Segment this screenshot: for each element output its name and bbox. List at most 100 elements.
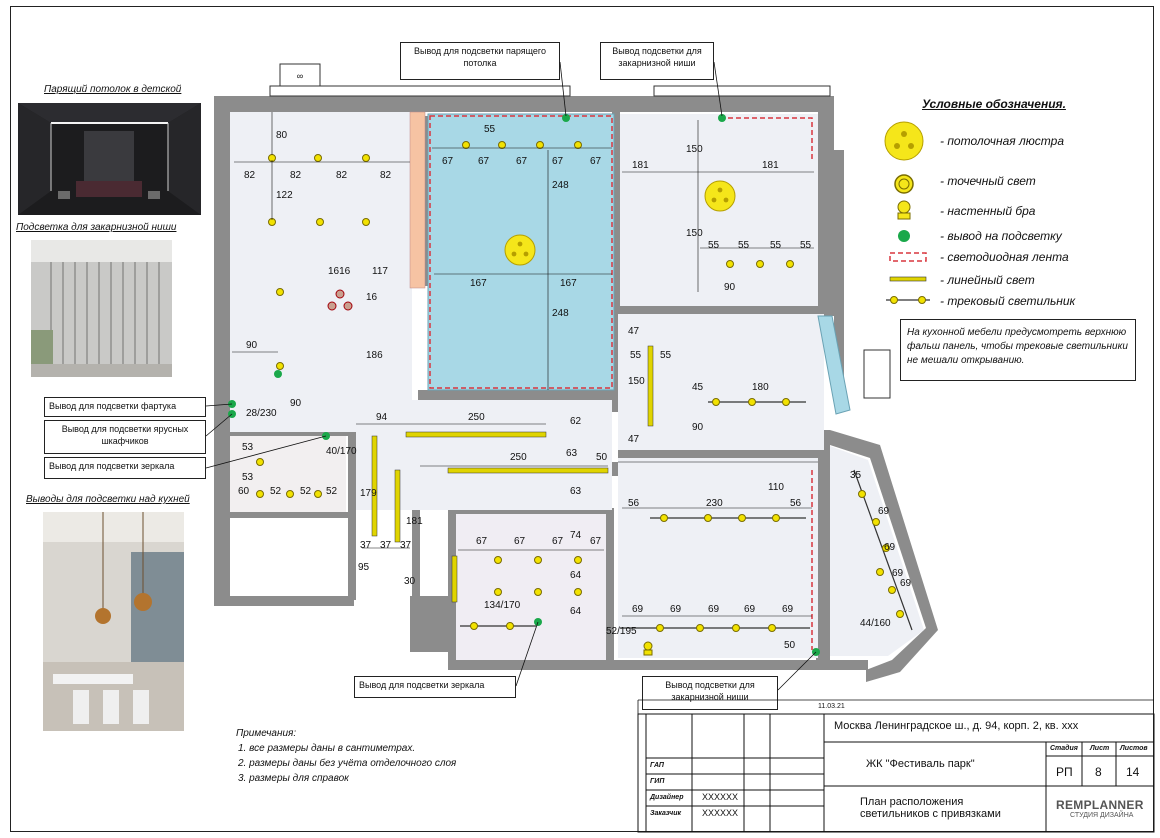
cornice-niche-photo [31, 240, 172, 377]
dimension-label: 181 [762, 160, 779, 171]
dimension-label: 110 [768, 482, 784, 493]
dimension-label: 16 [366, 292, 378, 303]
dimension-label: 55 [484, 124, 496, 135]
tb-customer-label: Заказчик [650, 810, 682, 817]
tb-sheet-title: План расположения светильников с привязк… [860, 796, 1001, 820]
legend-label-wall-sconce: - настенный бра [940, 204, 1036, 218]
wall-sconce [643, 641, 653, 656]
tb-sheets-label: Листов [1120, 745, 1148, 752]
tb-designer-label: Дизайнер [650, 794, 684, 801]
dimension-label: 67 [590, 156, 602, 167]
legend-label-linear: - линейный свет [940, 273, 1035, 287]
dimension-label: 67 [476, 536, 488, 547]
dimension-label: 248 [552, 180, 569, 191]
dimension-label: 55 [800, 240, 812, 251]
dimension-label: 55 [770, 240, 782, 251]
dimension-label: 117 [372, 266, 388, 277]
dimension-label: 69 [632, 604, 644, 615]
dimension-label: 50 [596, 452, 608, 463]
dimension-label: 69 [892, 568, 904, 579]
dimension-label: 52/195 [606, 626, 637, 637]
dimension-label: 82 [380, 170, 392, 181]
wall-sconce-icon [897, 200, 911, 220]
dimension-label: 56 [628, 498, 640, 509]
dimension-label: 181 [406, 516, 423, 527]
legend-label-chandelier: - потолочная люстра [940, 134, 1065, 148]
dimension-label: 63 [570, 486, 582, 497]
dimension-label: 69 [708, 604, 720, 615]
backlight-outlet-icon [898, 230, 910, 242]
tb-gap-label: ГАП [650, 762, 664, 769]
callout-apron: Вывод для подсветки фартука [44, 397, 206, 417]
spotlight-icon [894, 174, 914, 194]
note-item: 1. все размеры даны в сантиметрах. [238, 743, 416, 754]
dimension-label: 67 [516, 156, 528, 167]
tb-brand-sub: СТУДИЯ ДИЗАЙНА [1070, 812, 1134, 819]
dimension-label: 150 [686, 228, 703, 239]
dimension-label: 50 [784, 640, 796, 651]
dimension-label: 74 [570, 530, 582, 541]
dimension-label: 167 [470, 278, 487, 289]
callout-mirror-bottom: Вывод для подсветки зеркала [354, 676, 516, 698]
dimension-label: 47 [628, 326, 640, 337]
tb-address: Москва Ленинградское ш., д. 94, корп. 2,… [834, 720, 1079, 732]
callout-niche-bottom: Вывод подсветки для закарнизной ниши [642, 676, 778, 710]
photo-caption-cornice-niche: Подсветка для закарнизной ниши [16, 222, 177, 233]
chandelier-icon [884, 121, 924, 161]
dimension-label: 40/170 [326, 446, 357, 457]
dimension-label: 90 [692, 422, 704, 433]
svg-text:∞: ∞ [297, 71, 303, 81]
dimension-label: 180 [752, 382, 769, 393]
track-light-icon [886, 296, 930, 304]
dimension-label: 45 [692, 382, 704, 393]
tb-sheet-label: Лист [1090, 745, 1110, 752]
dimension-label: 53 [242, 472, 254, 483]
tb-stage-label: Стадия [1050, 745, 1078, 752]
notes-title: Примечания: [236, 728, 297, 739]
linear-light-icon [889, 276, 927, 282]
notes-block: Примечания: 1. все размеры даны в сантим… [236, 726, 456, 786]
tb-date: 11.03.21 [818, 703, 845, 710]
linear-lights [371, 345, 654, 603]
dimension-label: 69 [884, 542, 896, 553]
dimension-label: 82 [244, 170, 256, 181]
spotlights [256, 141, 904, 632]
dimension-label: 28/230 [246, 408, 277, 419]
dimension-label: 90 [290, 398, 302, 409]
dimension-label: 60 [238, 486, 250, 497]
dimension-label: 67 [442, 156, 454, 167]
note-item: 3. размеры для справок [238, 773, 349, 784]
tb-sheet: 8 [1095, 765, 1102, 779]
dimension-label: 69 [878, 506, 890, 517]
callout-floating-ceiling: Вывод для подсветки парящего потолка [400, 42, 560, 80]
tb-stage: РП [1056, 765, 1073, 779]
callout-niche-top: Вывод подсветки для закарнизной ниши [600, 42, 714, 80]
dimension-label: 69 [900, 578, 912, 589]
dimension-label: 90 [724, 282, 736, 293]
dimension-label: 150 [686, 144, 703, 155]
dimension-label: 56 [790, 498, 802, 509]
dimension-label: 69 [670, 604, 682, 615]
dimension-label: 55 [708, 240, 720, 251]
chandeliers [504, 180, 736, 266]
dimension-label: 37 [380, 540, 392, 551]
furniture-note: На кухонной мебели предусмотреть верхнюю… [900, 319, 1136, 381]
dimension-label: 90 [246, 340, 258, 351]
callout-tiered-cabinets: Вывод для подсветки ярусных шкафчиков [44, 420, 206, 454]
dimension-label: 248 [552, 308, 569, 319]
note-item: 2. размеры даны без учёта отделочного сл… [238, 758, 457, 769]
tb-brand-logo: REMPLANNER [1056, 798, 1144, 812]
dimension-label: 44/160 [860, 618, 891, 629]
dimension-label: 67 [552, 536, 564, 547]
dimension-label: 64 [570, 606, 582, 617]
dimension-label: 64 [570, 570, 582, 581]
dimension-label: 80 [276, 130, 288, 141]
dimension-label: 250 [468, 412, 485, 423]
dimension-label: 250 [510, 452, 527, 463]
callout-mirror-left: Вывод для подсветки зеркала [44, 457, 206, 479]
photo-caption-kitchen: Выводы для подсветки над кухней [26, 494, 190, 505]
kitchen-photo [43, 512, 184, 731]
dimension-label: 55 [738, 240, 750, 251]
dimension-label: 52 [270, 486, 282, 497]
dimension-label: 122 [276, 190, 293, 201]
